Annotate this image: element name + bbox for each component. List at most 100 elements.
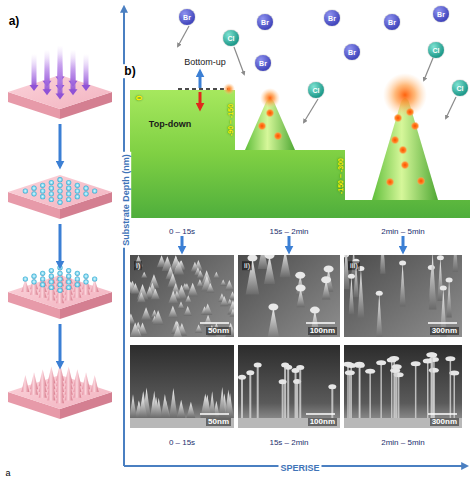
substrate-slab <box>8 265 112 319</box>
step-arrow <box>59 324 62 366</box>
panel-number: iii) <box>348 261 360 270</box>
bromide-ion: Br <box>324 10 340 26</box>
time-range: 0 – 15s <box>169 227 195 236</box>
ion-symbol: Br <box>261 19 269 26</box>
substrate-slab <box>8 46 112 120</box>
panel-letter-box: b) <box>122 61 137 79</box>
depth-value: -150 ~ -300 <box>337 158 344 194</box>
sem-micrograph <box>344 345 462 428</box>
step-arrow <box>59 224 62 266</box>
ion-path <box>304 99 318 122</box>
sem-image: 300nm <box>344 345 462 428</box>
scale-bar-label: 50nm <box>206 327 231 335</box>
process-label-box: Bottom-up <box>184 51 226 69</box>
ion-symbol: Br <box>259 60 267 67</box>
sem-micrograph <box>130 255 234 337</box>
time-range-box: 0 – 15s <box>169 431 195 449</box>
chloride-ion: Cl <box>428 42 444 58</box>
ion-symbol: Cl <box>313 87 320 94</box>
ion-path <box>234 47 244 74</box>
ion-symbol: Cl <box>228 35 235 42</box>
ion-path <box>424 58 433 80</box>
panel-number-box: i) <box>134 254 142 272</box>
sem-image: 100nm <box>238 345 340 428</box>
depth-value-box: 0 <box>128 95 146 100</box>
ion-symbol: Br <box>348 49 356 56</box>
depth-value: -90 ~ -150 <box>227 104 234 136</box>
time-arrow <box>181 236 184 251</box>
time-range-box: 15s – 2min <box>269 431 308 449</box>
time-range-box: 15s – 2min <box>269 220 308 238</box>
bromide-ion: Br <box>257 14 273 30</box>
ion-symbol: Br <box>388 19 396 26</box>
bromide-ion: Br <box>384 14 400 30</box>
ion-symbol: Cl <box>433 47 440 54</box>
process-label-box: Top-down <box>149 113 191 131</box>
time-range: 15s – 2min <box>269 227 308 236</box>
panel-number-box: iii) <box>348 254 360 272</box>
chloride-ion: Cl <box>452 80 468 96</box>
bottom-up-arrow <box>199 72 202 88</box>
depth-value-box: -150 ~ -300 <box>329 158 347 194</box>
bromide-ion: Br <box>255 55 271 71</box>
panel-letter: a) <box>9 14 20 28</box>
axis-title-box: Substrate Depth (nm) <box>115 152 133 248</box>
time-range: 0 – 15s <box>169 438 195 447</box>
chloride-ion: Cl <box>308 82 324 98</box>
scale-bar-label: 300nm <box>430 418 459 426</box>
axis-title-box: SPERISE <box>278 457 321 475</box>
substrate-slab <box>8 364 112 419</box>
step-arrow <box>59 124 62 166</box>
panel-number: i) <box>134 261 142 270</box>
bromide-ion: Br <box>179 9 195 25</box>
time-range: 2min – 5min <box>381 227 425 236</box>
panel-letter-box: a <box>5 462 10 480</box>
scale-bar-label: 50nm <box>206 418 231 426</box>
panel-letter-box: a) <box>9 11 20 29</box>
silicon-profile <box>130 26 470 251</box>
time-range-box: 2min – 5min <box>381 220 425 238</box>
substrate-slab <box>8 175 112 219</box>
scale-bar <box>306 322 335 324</box>
scale-bar <box>306 413 335 415</box>
scale-bar <box>200 322 229 324</box>
sem-micrograph <box>238 255 340 337</box>
panel-number-box: ii) <box>242 254 252 272</box>
axis-title: SPERISE <box>278 463 321 473</box>
time-arrow <box>288 236 291 251</box>
axis-title: Substrate Depth (nm) <box>121 152 131 248</box>
bromide-ion: Br <box>344 44 360 60</box>
time-arrow <box>402 236 405 251</box>
scale-bar <box>428 413 457 415</box>
scale-bar-label: 300nm <box>430 327 459 335</box>
panel-letter: b) <box>122 64 137 78</box>
sem-micrograph <box>238 345 340 428</box>
scale-bar-label: 100nm <box>308 327 337 335</box>
sem-micrograph <box>344 255 462 337</box>
sem-image: 100nm <box>238 255 340 337</box>
ion-symbol: Br <box>437 11 445 18</box>
panel-letter: a <box>5 468 10 478</box>
sem-image: 50nm <box>130 255 234 337</box>
time-range: 2min – 5min <box>381 438 425 447</box>
process-label: Bottom-up <box>184 57 226 67</box>
panel-number: ii) <box>242 261 252 270</box>
top-down-arrow <box>199 92 202 108</box>
ion-symbol: Br <box>328 15 336 22</box>
sem-micrograph <box>130 345 234 428</box>
time-range-box: 0 – 15s <box>169 220 195 238</box>
time-range: 15s – 2min <box>269 438 308 447</box>
scale-bar <box>428 322 457 324</box>
ion-symbol: Br <box>183 14 191 21</box>
time-range-box: 2min – 5min <box>381 431 425 449</box>
scale-bar <box>200 413 229 415</box>
sem-image: 300nm <box>344 255 462 337</box>
bromide-ion: Br <box>433 6 449 22</box>
chloride-ion: Cl <box>223 30 239 46</box>
ion-path <box>446 97 456 118</box>
scale-bar-label: 100nm <box>308 418 337 426</box>
depth-value-box: -90 ~ -150 <box>219 104 237 136</box>
sem-image: 50nm <box>130 345 234 428</box>
